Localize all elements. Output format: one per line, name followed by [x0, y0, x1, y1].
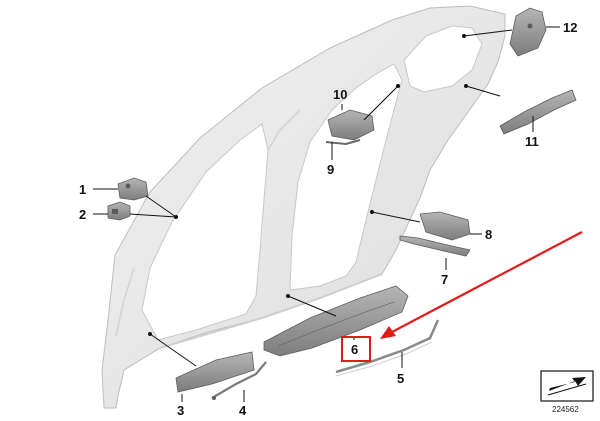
part-7-strip — [399, 235, 471, 257]
part-1-bracket — [117, 177, 149, 201]
part-9-10-bracket — [325, 109, 375, 146]
callout-9: 9 — [327, 162, 335, 177]
diagram-reference-number: 224562 — [552, 405, 579, 414]
leader-lines — [93, 26, 560, 402]
callout-5: 5 — [397, 371, 405, 386]
callout-11: 11 — [525, 134, 539, 149]
callout-8: 8 — [485, 227, 493, 242]
leader-dots — [148, 34, 468, 336]
part-11-strip — [499, 89, 577, 135]
callout-7: 7 — [441, 272, 449, 287]
part-3-panel — [175, 351, 255, 393]
callout-1: 1 — [79, 182, 87, 197]
part-8-bracket — [419, 211, 471, 241]
part-6-sill-panel — [263, 285, 409, 357]
callout-2: 2 — [79, 207, 87, 222]
callout-6-highlight — [341, 336, 371, 362]
part-12-bracket — [509, 7, 547, 57]
part-4-strip — [211, 361, 267, 400]
red-annotation-arrow — [380, 231, 583, 339]
callout-10: 10 — [333, 87, 348, 102]
catalog-arrow-icon — [540, 370, 594, 402]
body-side-frame — [101, 5, 506, 409]
part-5-trim — [335, 319, 440, 377]
callout-4: 4 — [239, 403, 247, 418]
callout-3: 3 — [177, 403, 185, 418]
part-2-bracket — [107, 201, 131, 221]
callout-12: 12 — [563, 20, 578, 35]
callout-6: 6 — [351, 342, 359, 357]
